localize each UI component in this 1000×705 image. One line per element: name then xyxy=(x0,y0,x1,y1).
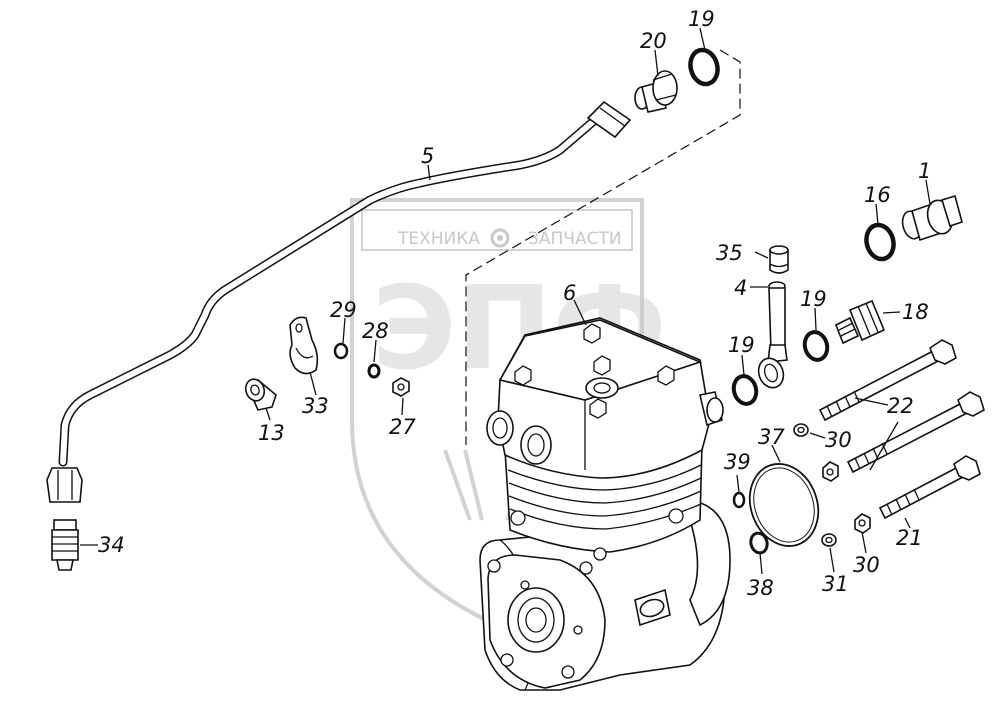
callout-19-top: 19 xyxy=(688,7,715,31)
callout-1: 1 xyxy=(918,159,931,183)
callout-39: 39 xyxy=(724,450,751,474)
part-16-washer xyxy=(864,222,896,262)
callout-labels: 19 20 5 1 16 35 4 6 19 18 29 28 19 33 22… xyxy=(98,7,931,600)
callout-38: 38 xyxy=(747,576,774,600)
part-13-bushing xyxy=(244,378,277,411)
part-30-washer-upper xyxy=(793,423,809,437)
watermark-text-right: ЗАПЧАСТИ xyxy=(528,229,622,249)
callout-30-lower: 30 xyxy=(853,553,880,577)
part-31-washer xyxy=(821,533,837,547)
callout-20: 20 xyxy=(640,29,667,53)
part-27-nut xyxy=(392,377,410,397)
part-pipe xyxy=(46,100,632,503)
watermark-text-left: ТЕХНИКА xyxy=(397,229,480,249)
leader-lines xyxy=(80,27,931,575)
assembly-dashed-line xyxy=(465,49,741,445)
callout-31: 31 xyxy=(822,572,849,596)
part-22-bolt-upper xyxy=(818,339,957,422)
part-19-washer-top xyxy=(688,47,720,87)
part-39-washer xyxy=(732,491,746,509)
callout-34: 34 xyxy=(98,533,125,557)
part-28-washer xyxy=(367,363,381,379)
part-34-fitting xyxy=(51,519,79,571)
callout-19-left: 19 xyxy=(728,333,755,357)
part-22-bolt-lower xyxy=(846,391,985,474)
callout-30-upper: 30 xyxy=(825,428,852,452)
callout-22: 22 xyxy=(887,394,914,418)
callout-4: 4 xyxy=(734,276,747,300)
part-4-banjo xyxy=(757,281,788,389)
part-19-washer-left xyxy=(731,374,759,406)
part-21-bolt xyxy=(878,455,981,520)
callout-28: 28 xyxy=(362,319,389,343)
part-19-washer-right xyxy=(802,330,830,362)
gear-icon xyxy=(490,228,510,248)
part-33-clamp xyxy=(289,316,319,375)
compressor-assembly xyxy=(479,317,731,691)
callout-21: 21 xyxy=(896,526,923,550)
callout-33: 33 xyxy=(302,394,329,418)
part-18-banjo-bolt xyxy=(834,299,886,345)
callout-37: 37 xyxy=(758,425,785,449)
wheat-icon xyxy=(443,449,542,521)
part-35-cap xyxy=(769,245,789,274)
callout-19-right: 19 xyxy=(800,287,827,311)
part-20-fitting xyxy=(634,70,678,113)
callout-29: 29 xyxy=(330,298,357,322)
part-30-washer-lower xyxy=(854,513,871,534)
callout-6: 6 xyxy=(563,281,576,305)
part-38-washer xyxy=(749,531,769,555)
callout-18: 18 xyxy=(902,300,929,324)
callout-5: 5 xyxy=(421,144,434,168)
callout-16: 16 xyxy=(864,183,891,207)
head-bolts xyxy=(514,323,675,419)
part-1-fitting xyxy=(901,194,963,242)
callout-35: 35 xyxy=(716,241,743,265)
part-nut-upper xyxy=(822,461,839,482)
callout-13: 13 xyxy=(258,421,285,445)
part-29-washer xyxy=(333,342,349,360)
callout-27: 27 xyxy=(389,415,416,439)
part-37-o-ring xyxy=(748,463,820,547)
